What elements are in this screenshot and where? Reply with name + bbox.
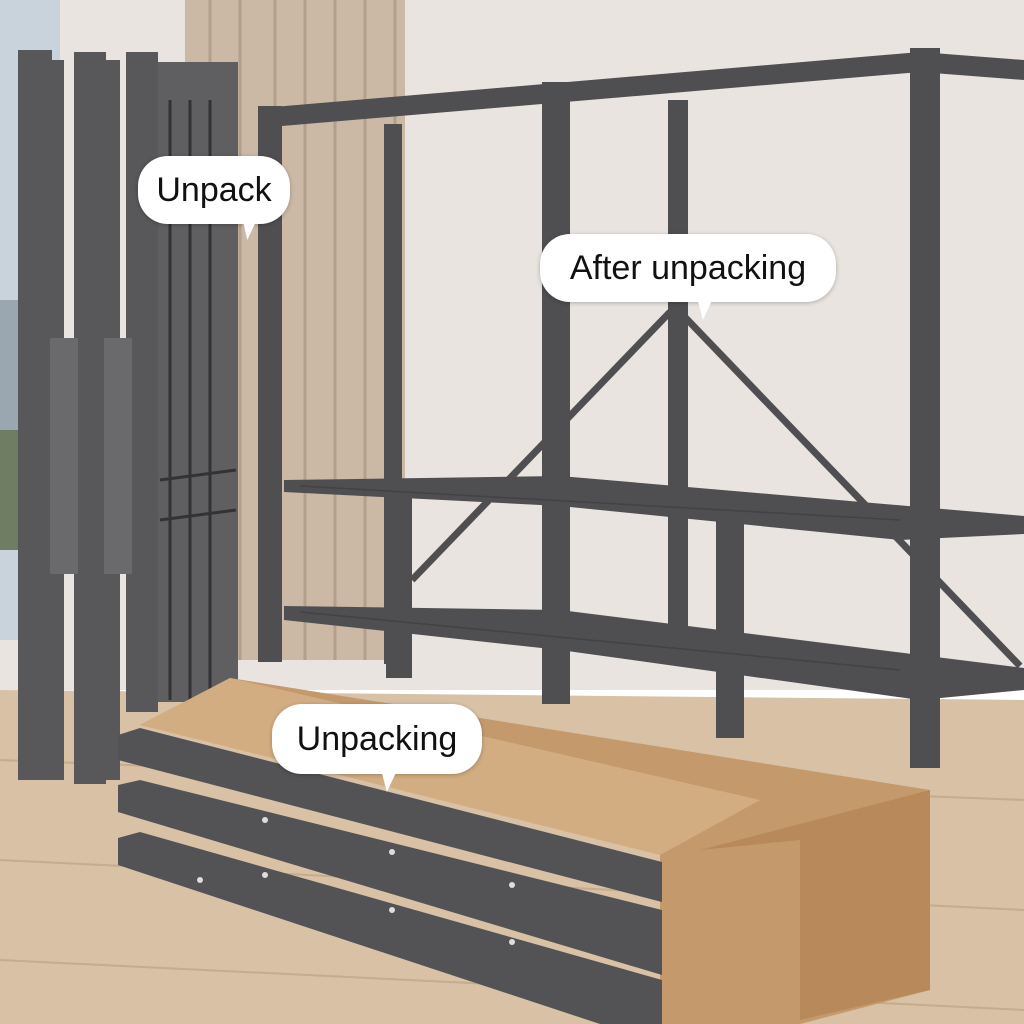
- panel-bolts: [197, 817, 515, 945]
- shelf-mesh: [299, 485, 901, 671]
- flat-shelf-panels: [118, 728, 662, 1024]
- callout-unpack: Unpack: [138, 156, 290, 240]
- callout-after-unpacking: After unpacking: [540, 234, 836, 320]
- callout-unpack-text: Unpack: [156, 171, 272, 209]
- callout-unpacking-text: Unpacking: [296, 720, 458, 758]
- callout-unpacking: Unpacking: [272, 704, 482, 792]
- callout-after-unpacking-text: After unpacking: [569, 249, 807, 287]
